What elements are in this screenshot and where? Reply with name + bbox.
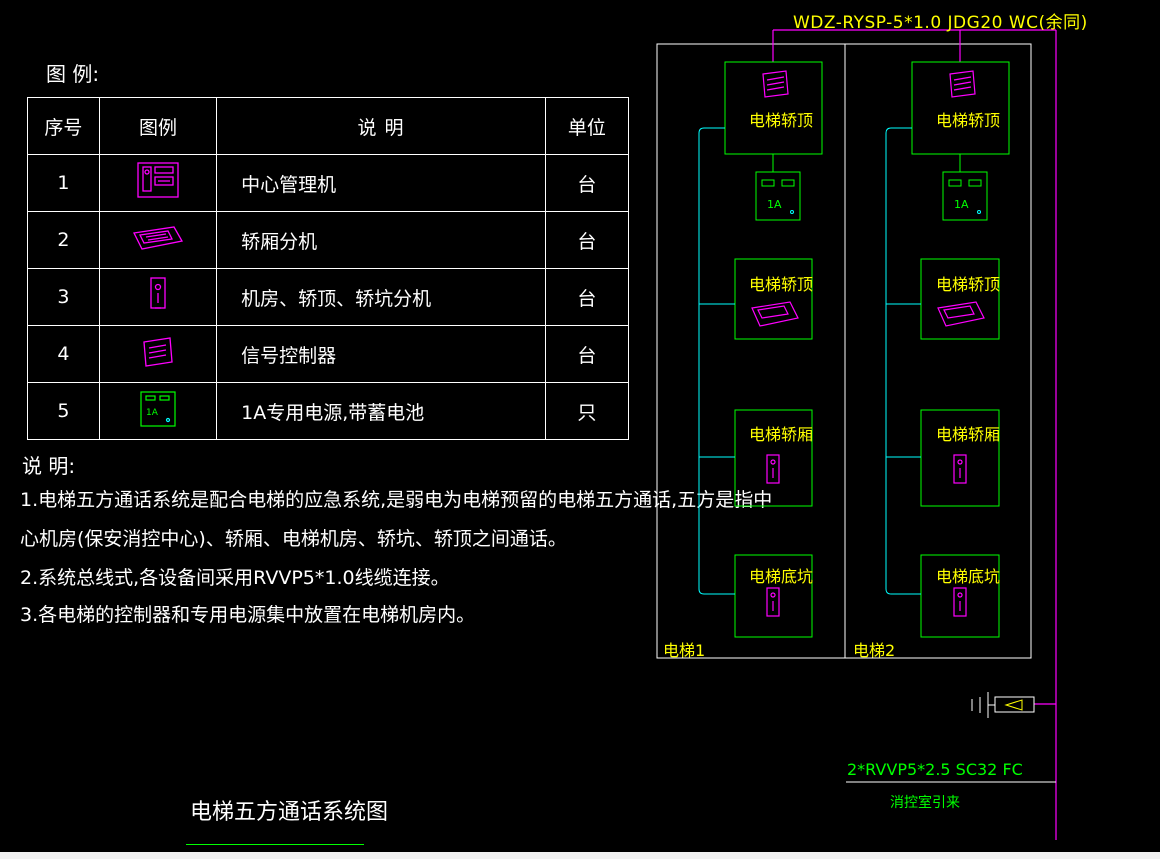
signal-controller-icon (949, 70, 976, 98)
row-unit: 台 (544, 268, 630, 326)
elevator-name: 电梯1 (663, 641, 706, 660)
cyan-bus-2 (885, 127, 921, 595)
cable-top-label: WDZ-RYSP-5*1.0 JDG20 WC(余同) (793, 13, 1088, 33)
table-row: 4 信号控制器 台 (27, 325, 630, 383)
box-label: 电梯轿顶 (749, 111, 814, 130)
box-label: 电梯轿顶 (749, 275, 814, 294)
row-unit: 台 (544, 154, 630, 212)
box-label: 电梯底坑 (749, 567, 814, 586)
cable-bottom-note: 消控室引来 (890, 795, 960, 811)
legend-table: 序号 图例 说 明 单位 1 中心管理机 台 2 (27, 97, 630, 440)
elevator-frame (656, 43, 1032, 659)
box-label: 电梯轿厢 (936, 425, 1001, 444)
svg-text:1A: 1A (146, 408, 159, 418)
box-label: 电梯轿顶 (936, 111, 1001, 130)
header-desc: 说 明 (216, 97, 546, 155)
row-no: 1 (27, 154, 100, 212)
row-unit: 台 (544, 211, 630, 269)
box-label: 电梯底坑 (936, 567, 1001, 586)
note-line-3: 2.系统总线式,各设备间采用RVVP5*1.0线缆连接。 (20, 567, 450, 589)
note-line-2: 心机房(保安消控中心)、轿厢、电梯机房、轿坑、轿顶之间通话。 (20, 528, 567, 550)
row-desc: 信号控制器 (216, 325, 546, 383)
machine-room-intercom-icon (953, 587, 967, 617)
row-desc: 机房、轿顶、轿坑分机 (216, 268, 546, 326)
notes-title: 说 明: (22, 454, 76, 478)
row-desc: 中心管理机 (216, 154, 546, 212)
magenta-bus (772, 29, 1057, 840)
elevator-2-column: 1A (885, 61, 1010, 638)
elevator-1-column: 1A (698, 61, 823, 638)
car-intercom-icon (98, 211, 218, 269)
table-row: 1 中心管理机 台 (27, 154, 630, 212)
header-icon: 图例 (98, 97, 218, 155)
row-no: 5 (27, 382, 100, 440)
machine-room-intercom-icon (98, 268, 218, 326)
cable-bottom-label: 2*RVVP5*2.5 SC32 FC (847, 760, 1023, 779)
car-intercom-icon (751, 301, 799, 327)
table-row: 2 轿厢分机 台 (27, 211, 630, 269)
svg-text:1A: 1A (954, 198, 969, 211)
power-supply-icon: 1A (98, 382, 218, 440)
table-row: 3 机房、轿顶、轿坑分机 台 (27, 268, 630, 326)
signal-controller-icon (98, 325, 218, 383)
power-supply-icon (942, 171, 988, 221)
cyan-bus-1 (698, 127, 735, 595)
row-no: 2 (27, 211, 100, 269)
row-no: 4 (27, 325, 100, 383)
machine-room-intercom-icon (766, 454, 780, 484)
drawing-title: 电梯五方通话系统图 (190, 800, 389, 825)
title-underline (186, 844, 364, 845)
signal-controller-icon (762, 70, 789, 98)
elevator-name: 电梯2 (853, 641, 896, 660)
fire-control-symbol (971, 692, 1035, 718)
svg-text:1A: 1A (767, 198, 782, 211)
table-row: 5 1A 1A专用电源,带蓄电池 只 (27, 382, 630, 440)
central-manager-icon (98, 154, 218, 212)
note-line-1: 1.电梯五方通话系统是配合电梯的应急系统,是弱电为电梯预留的电梯五方通话,五方是… (20, 489, 773, 511)
row-desc: 轿厢分机 (216, 211, 546, 269)
car-intercom-icon (937, 301, 985, 327)
power-supply-icon (755, 171, 801, 221)
row-unit: 只 (544, 382, 630, 440)
row-desc: 1A专用电源,带蓄电池 (216, 382, 546, 440)
box-label: 电梯轿顶 (936, 275, 1001, 294)
note-line-4: 3.各电梯的控制器和专用电源集中放置在电梯机房内。 (20, 604, 476, 626)
legend-title: 图 例: (46, 62, 100, 86)
bottom-scrollbar[interactable] (0, 852, 1160, 859)
legend-header-row: 序号 图例 说 明 单位 (27, 97, 630, 155)
machine-room-intercom-icon (766, 587, 780, 617)
machine-room-intercom-icon (953, 454, 967, 484)
box-label: 电梯轿厢 (749, 425, 814, 444)
header-no: 序号 (27, 97, 100, 155)
